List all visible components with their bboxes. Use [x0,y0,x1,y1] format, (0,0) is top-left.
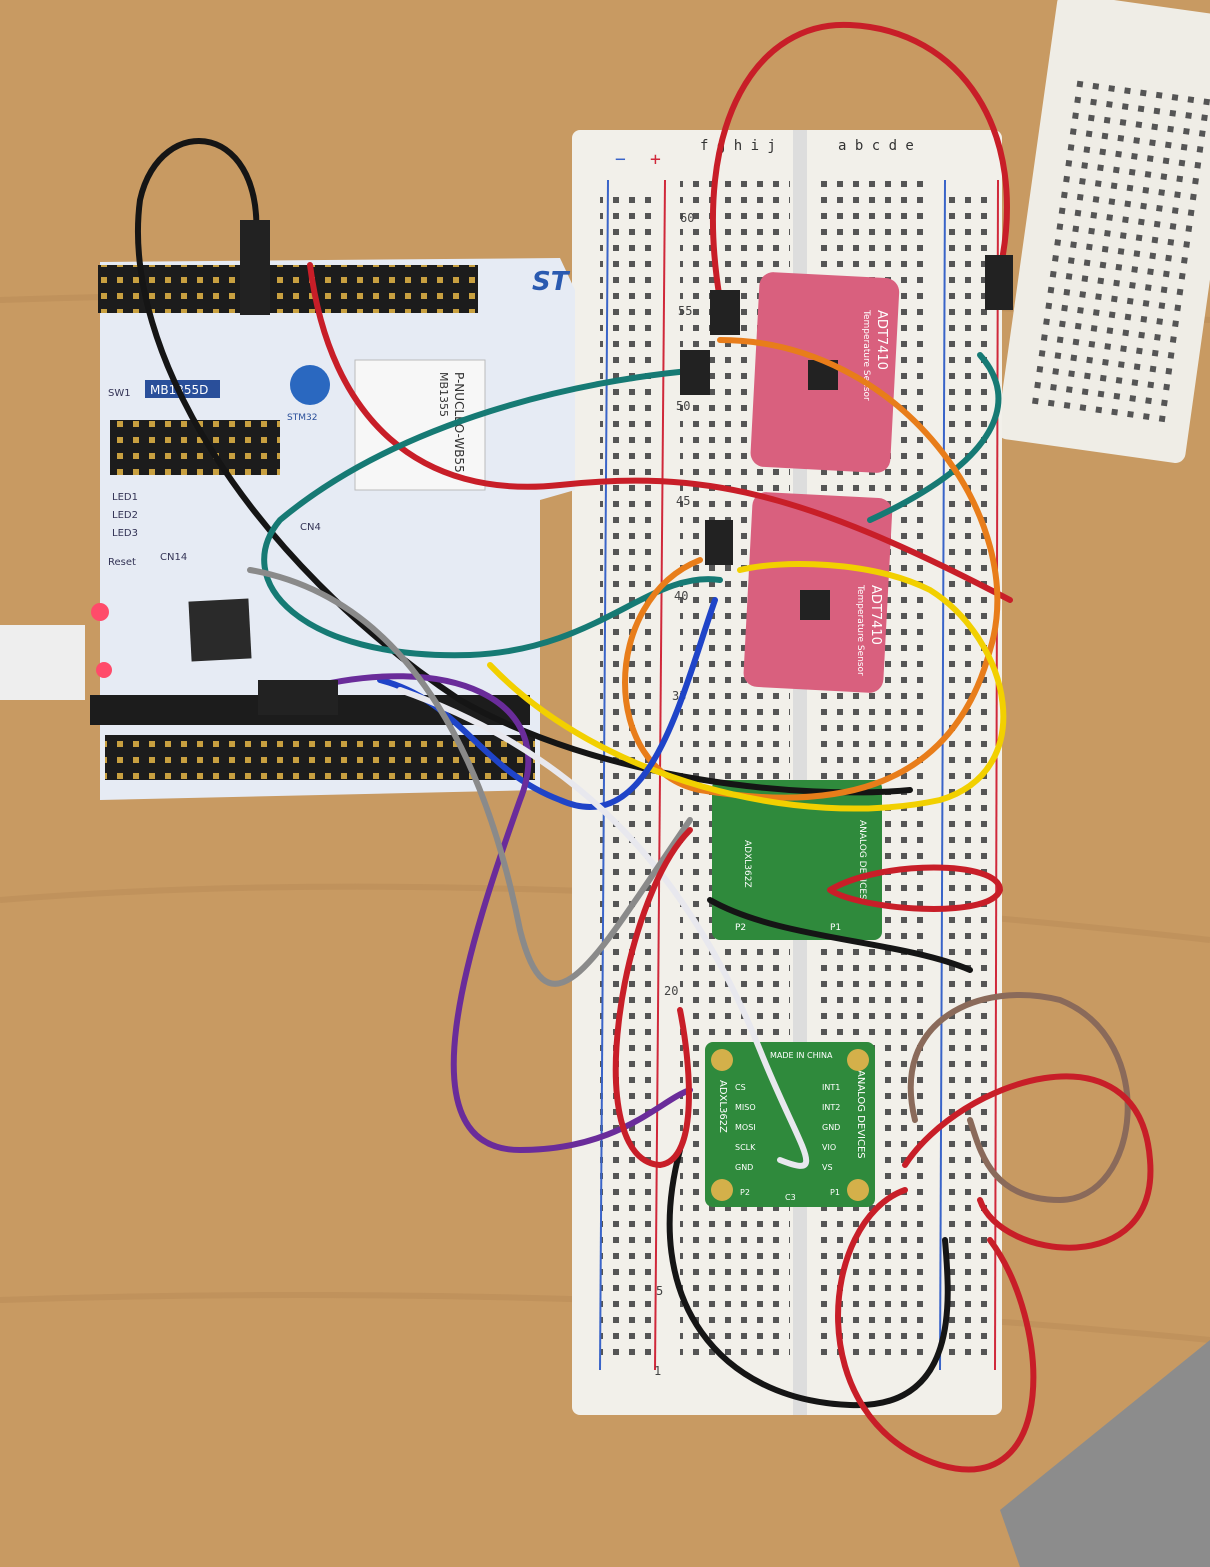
wire-gray [247,567,693,987]
pin-label: INT2 [822,1103,840,1112]
jumper-wires [135,21,1154,1473]
column-letters-left: f g h i j [700,138,776,154]
pin-label: MISO [735,1103,756,1112]
module-code: MB1355 [437,372,450,417]
sensor-name: ADT7410 [868,585,883,645]
foil-bag [1000,1340,1210,1567]
wire-red [827,864,1004,912]
column-letters-right: a b c d e [838,138,914,154]
sensor-subtitle: Temperature Sensor [861,309,871,401]
rail-minus-label: − [615,149,626,170]
wire-teal [867,352,1002,523]
header-label: P1 [830,1188,840,1197]
led-label: LED1 [112,492,138,503]
pin-label: INT1 [822,1083,840,1092]
led-label: LED3 [112,528,138,539]
pin-label: SCLK [735,1143,756,1152]
cap-label: C3 [785,1193,796,1202]
row-number: 5 [656,1284,663,1298]
button-label: Reset [108,557,136,568]
red-led [91,603,109,621]
accel-name: ADXL362Z [742,840,752,888]
pin-label: VS [822,1163,833,1172]
header-label: P1 [830,923,841,933]
wire-red [307,262,1013,603]
wire-red [709,21,1010,303]
accel-maker: ANALOG DEVICES [857,820,867,900]
adt7410-board: ADT7410 Temperature Sensor [743,492,893,693]
row-number: 40 [674,589,688,603]
row-number: 1 [654,1364,661,1378]
spare-breadboard [997,0,1210,463]
st-logo: ST [532,267,571,297]
row-number: 50 [676,399,690,413]
stm32-label: STM32 [287,413,317,423]
pin-label: GND [822,1123,840,1132]
connector-label: CN4 [300,522,321,533]
red-led [96,662,112,678]
wire-black [666,1147,951,1409]
wire-orange [622,337,1001,801]
wire-black [135,137,913,796]
jumper-connectors [240,220,1013,715]
sensor-subtitle: Temperature Sensor [855,584,865,676]
button-label: SW1 [108,388,131,399]
connector-label: CN14 [160,552,187,563]
rail-plus-label: + [650,149,661,170]
pin-label: CS [735,1083,746,1092]
mcu-chip [188,598,252,662]
row-number: 20 [664,984,678,998]
row-number: 60 [680,211,694,225]
pin-label: MOSI [735,1123,756,1132]
wire-yellow [487,561,1007,812]
pin-label: GND [735,1163,753,1172]
sensor-name: ADT7410 [874,310,889,370]
wire-red [612,827,693,1169]
accel-name: ADXL362Z [717,1080,728,1133]
wire-red [835,1187,1037,1473]
pin-label: VIO [822,1143,836,1152]
adxl362-board: ADXL362Z ANALOG DEVICES P1 P2 [712,780,882,940]
accel-origin: MADE IN CHINA [770,1051,833,1060]
nucleo-board: P-NUCLEO-WB55 MB1355 ST MB1355D STM32 LE… [0,258,575,800]
accel-maker: ANALOG DEVICES [855,1070,866,1159]
wire-teal [261,367,723,659]
wire-purple [297,673,693,1154]
wire-black [707,897,973,973]
wire-red [902,1073,1154,1251]
row-number: 45 [676,494,690,508]
wire-brown [907,992,1131,1204]
led-label: LED2 [112,510,138,521]
header-label: P2 [735,923,746,933]
row-number: 55 [678,304,692,318]
adt7410-board: ADT7410 Temperature Sensor [750,272,900,473]
header-label: P2 [740,1188,750,1197]
wire-white [397,687,810,1169]
usb-cable [0,625,85,700]
